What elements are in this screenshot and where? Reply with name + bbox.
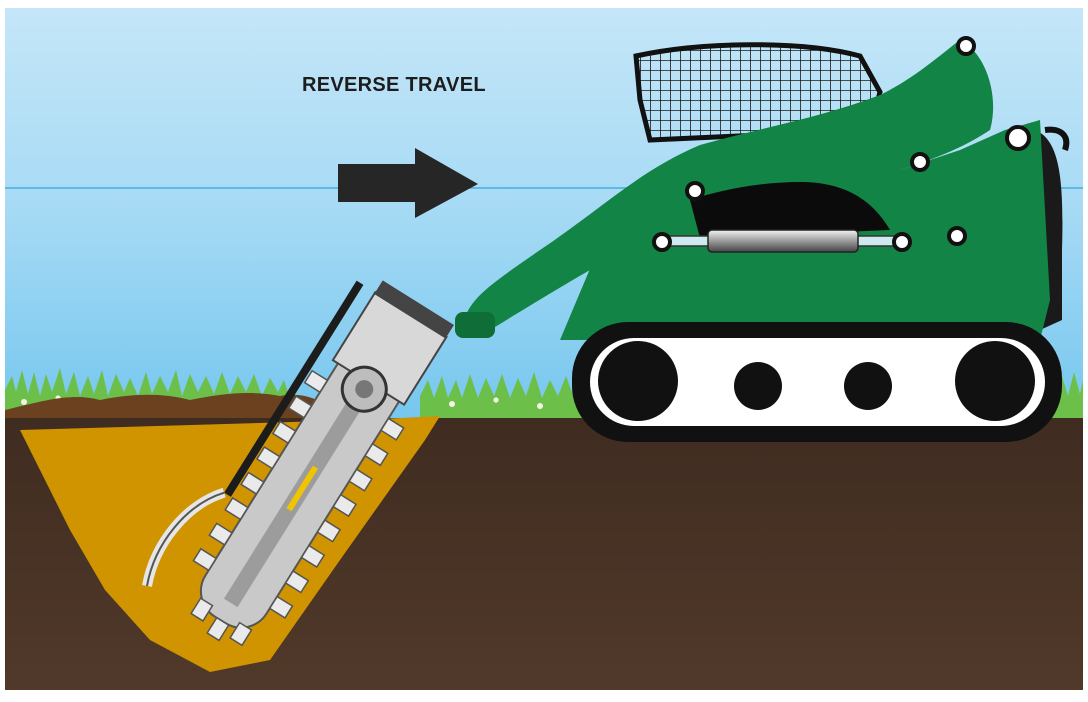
track	[572, 322, 1062, 442]
reverse-travel-label: REVERSE TRAVEL	[302, 74, 486, 97]
